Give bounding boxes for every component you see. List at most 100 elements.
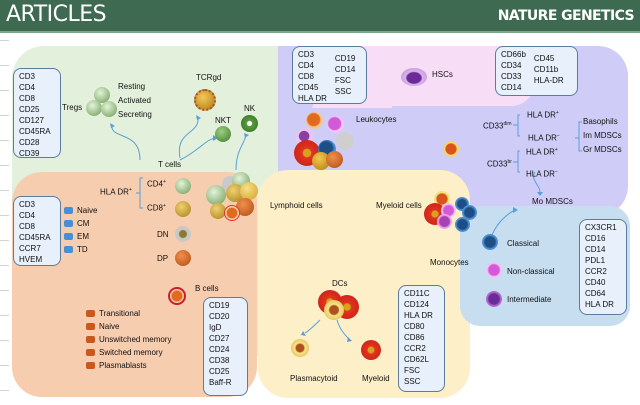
tcrgd-cell-icon — [194, 89, 216, 111]
monocyte-nonclassical-label: Non-classical — [507, 267, 555, 276]
tcrgd-label: TCRgd — [196, 73, 222, 82]
legend-item: Naive — [86, 320, 171, 333]
cd4-plus-label: CD4+ — [147, 179, 166, 189]
marker: CD62L — [404, 355, 429, 364]
nkt-cell-icon — [215, 126, 231, 142]
marker: HLA DR — [585, 300, 614, 309]
cd4-cell-icon — [175, 178, 191, 194]
legend-item: Switched memory — [86, 346, 171, 359]
marker: CD33 — [501, 72, 522, 81]
marker: HLA DR — [404, 311, 433, 320]
legend-item: Unswitched memory — [86, 333, 171, 346]
dn-label: DN — [157, 230, 169, 239]
b-subset-legend: Transitional Naive Unswitched memory Swi… — [86, 307, 171, 372]
marker: PDL1 — [585, 256, 606, 265]
marker: IgD — [209, 323, 222, 332]
marker: CD45RA — [19, 127, 51, 136]
journal-name: NATURE GENETICS — [497, 8, 635, 24]
marker: CD64 — [585, 289, 606, 298]
marker: CD4 — [19, 211, 36, 220]
marker: CD4 — [298, 61, 315, 70]
marker: CD19 — [209, 301, 230, 310]
plasmacytoid-label: Plasmacytoid — [290, 374, 338, 383]
leukocyte-marker-box: CD3 CD4 CD8 CD45 HLA DR CD19 CD14 FSC SS… — [292, 46, 367, 104]
dc-marker-box: CD11C CD124 HLA DR CD80 CD86 CCR2 CD62L … — [398, 285, 445, 392]
marker: CD14 — [585, 245, 606, 254]
plasmacytoid-dc-icon — [291, 339, 309, 357]
journal-header: ARTICLES NATURE GENETICS — [0, 0, 640, 33]
myeloid-marker-box: CD66b CD34 CD33 CD14 CD45 CD11b HLA-DR — [495, 46, 578, 96]
dn-cell-icon — [175, 226, 191, 242]
marker: HLA-DR — [533, 76, 564, 85]
b-cell-marker-box: CD19 CD20 IgD CD27 CD24 CD38 CD25 Baff-R — [203, 297, 248, 396]
marker: CD8 — [19, 94, 36, 103]
marker: CD14 — [501, 83, 522, 92]
marker: CD14 — [334, 65, 356, 74]
marker: CD16 — [585, 234, 606, 243]
monocytes-label: Monocytes — [430, 258, 469, 267]
marker: SSC — [404, 377, 421, 386]
marker: FSC — [334, 76, 351, 85]
cd33dim-hla-pos: HLA DR+ — [527, 110, 559, 120]
marker: CD3 — [298, 50, 315, 59]
page-margin-ruler — [0, 40, 10, 405]
marker: CD8 — [298, 72, 315, 81]
marker: CD45 — [533, 54, 555, 63]
marker: Baff-R — [209, 378, 232, 387]
monocyte-marker-box: CX3CR1 CD16 CD14 PDL1 CCR2 CD40 CD64 HLA… — [579, 219, 627, 315]
legend-item: EM — [64, 230, 97, 243]
cd33br-hla-pos: HLA DR+ — [526, 147, 558, 157]
tcell-subset-legend: Naive CM EM TD — [64, 204, 97, 256]
marker: CD28 — [19, 138, 40, 147]
classical-monocyte-icon — [482, 234, 498, 250]
lymphoid-cells-label: Lymphoid cells — [270, 201, 323, 210]
marker: CD45 — [298, 83, 319, 92]
dp-cell-icon — [175, 250, 191, 266]
treg-marker-box: CD3 CD4 CD8 CD25 CD127 CD45RA CD28 CD39 — [13, 68, 61, 158]
hsc-cell-icon — [401, 68, 427, 86]
tregs-label: Tregs — [62, 103, 83, 112]
marker: CD38 — [209, 356, 230, 365]
nkt-label: NKT — [215, 116, 231, 125]
monocyte-classical-label: Classical — [507, 239, 540, 248]
marker: CD3 — [19, 200, 36, 209]
legend-item: CM — [64, 217, 97, 230]
marker: CX3CR1 — [585, 223, 617, 232]
marker: CCR7 — [19, 244, 41, 253]
marker: FSC — [404, 366, 420, 375]
legend-item: Naive — [64, 204, 97, 217]
marker: CD24 — [209, 345, 230, 354]
marker: CD45RA — [19, 233, 51, 242]
treg-state-activated: Activated — [118, 96, 151, 105]
b-cell-icon — [168, 287, 186, 305]
hscs-label: HSCs — [432, 70, 453, 79]
marker: CD8 — [19, 222, 36, 231]
cd33dim-label: CD33dim — [483, 121, 512, 131]
marker: CD86 — [404, 333, 425, 342]
marker: HVEM — [19, 255, 43, 264]
marker: CCR2 — [404, 344, 426, 353]
leukocytes-label: Leukocytes — [356, 115, 397, 124]
marker: CCR2 — [585, 267, 607, 276]
marker: CD20 — [209, 312, 230, 321]
tcell-marker-box: CD3 CD4 CD8 CD45RA CCR7 HVEM — [13, 196, 61, 266]
marker: CD25 — [19, 105, 40, 114]
section-title: ARTICLES — [6, 2, 107, 27]
intermediate-monocyte-icon — [486, 291, 502, 307]
myeloid-dc-icon — [361, 340, 381, 360]
marker: CD127 — [19, 116, 44, 125]
dp-label: DP — [157, 254, 169, 263]
legend-item: Plasmablasts — [86, 359, 171, 372]
mdsc-outcome-im: Im MDSCs — [583, 131, 622, 140]
nonclassical-monocyte-icon — [486, 262, 502, 278]
cd33br-hla-neg: HLA DR− — [526, 169, 558, 179]
marker: CD40 — [585, 278, 606, 287]
marker: CD66b — [501, 50, 526, 59]
cd8-cell-icon — [175, 201, 191, 217]
cd33dim-hla-neg: HLA DR− — [528, 133, 560, 143]
marker: CD11b — [533, 65, 559, 74]
dcs-label: DCs — [332, 279, 348, 288]
nk-cell-icon — [241, 115, 258, 132]
cd33br-label: CD33br — [487, 159, 512, 169]
legend-item: Transitional — [86, 307, 171, 320]
